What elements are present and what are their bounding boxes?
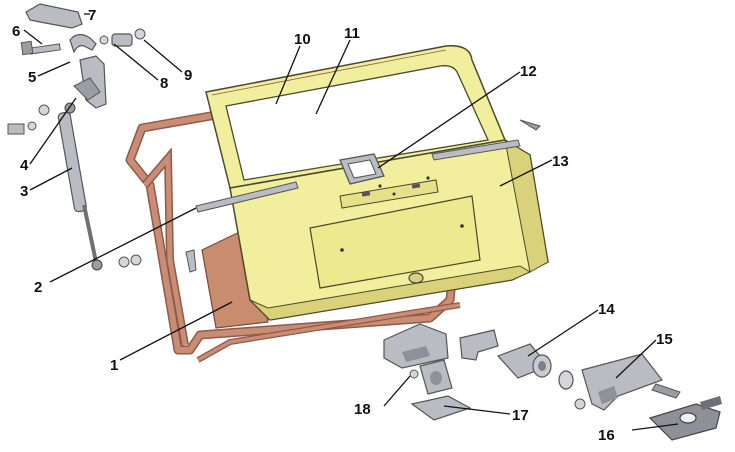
- callout-labels: 1 2 3 4 5 6 7 8 9 10 11 12 13 14 15 16 1…: [12, 7, 673, 444]
- callout-13: 13: [552, 153, 569, 170]
- callout-2: 2: [34, 279, 42, 296]
- callout-16: 16: [598, 427, 615, 444]
- strut-washers: [118, 254, 142, 268]
- lower-weather-strip: [196, 302, 461, 363]
- lock-mechanism-plate: [581, 353, 681, 411]
- leader-lines: [23, 13, 679, 431]
- callout-17: 17: [512, 407, 529, 424]
- lock-bracket-upper: [383, 323, 449, 369]
- callout-12: 12: [520, 63, 537, 80]
- glass-seal-outer: [211, 49, 447, 96]
- lock-cylinder-bracket: [459, 329, 499, 361]
- callout-11: 11: [344, 25, 360, 42]
- hinge-pin-bushing: [99, 28, 146, 47]
- hinge-bracket: [69, 33, 107, 109]
- callout-3: 3: [20, 183, 28, 200]
- striker-bracket: [409, 359, 453, 395]
- strut-rail-left: [195, 181, 299, 213]
- callout-14: 14: [598, 301, 615, 318]
- strut-rail-right: [431, 119, 541, 161]
- striker-shim: [410, 395, 472, 421]
- callout-9: 9: [184, 67, 192, 84]
- lock-cylinder: [496, 343, 552, 379]
- hinge-washer-bolt: [7, 104, 50, 135]
- gas-strut: [57, 102, 103, 271]
- callout-5: 5: [28, 69, 36, 86]
- callout-7: 7: [88, 7, 96, 24]
- callout-10: 10: [294, 31, 311, 48]
- callout-8: 8: [160, 75, 168, 92]
- interior-handle: [339, 153, 385, 185]
- callout-1: 1: [110, 357, 118, 374]
- callout-4: 4: [20, 157, 29, 174]
- hinge-bolt: [20, 40, 61, 56]
- tailgate-door: [205, 45, 549, 321]
- hinge-cover: [25, 3, 83, 29]
- seal-clip: [185, 249, 197, 273]
- lock-washer-nut: [558, 370, 586, 410]
- striker-plate: [648, 396, 722, 441]
- callout-15: 15: [656, 331, 673, 348]
- callout-18: 18: [354, 401, 371, 418]
- callout-6: 6: [12, 23, 20, 40]
- door-seal-inner: [141, 147, 189, 346]
